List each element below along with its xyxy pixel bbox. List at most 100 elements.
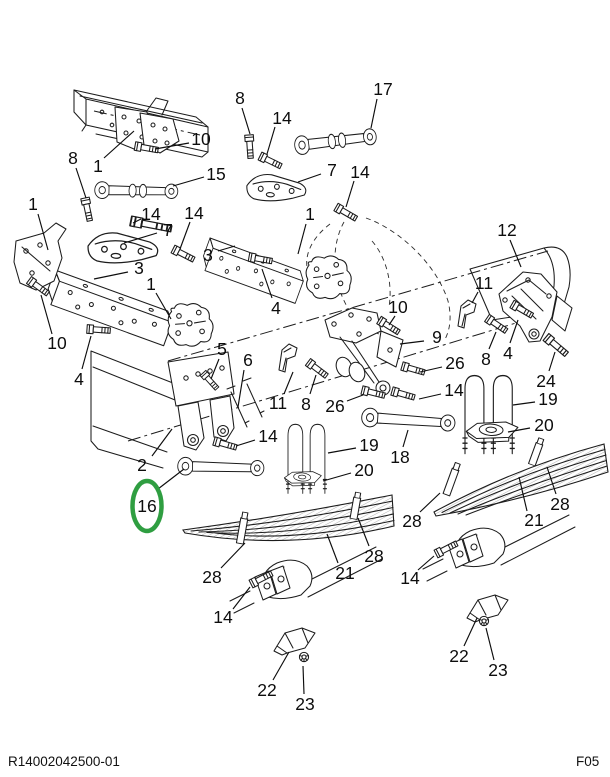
callout-label-8: 8 — [481, 349, 491, 369]
callout-label-6: 6 — [243, 350, 253, 370]
callout-leader-10 — [154, 142, 190, 150]
bolt-14-mid-right — [390, 386, 417, 403]
callout-label-15: 15 — [206, 164, 225, 184]
callout-label-21: 21 — [524, 510, 543, 530]
callout-leader-1 — [37, 213, 49, 251]
callout-label-10: 10 — [191, 129, 211, 149]
callout-label-1: 1 — [28, 194, 38, 214]
callout-label-14: 14 — [350, 162, 370, 182]
pins-6 — [226, 377, 265, 428]
bolt-14-top-center — [257, 151, 284, 171]
callout-label-14: 14 — [213, 607, 233, 627]
callout-leader-28 — [357, 517, 370, 547]
callout-leader-8 — [488, 331, 497, 350]
callout-label-19: 19 — [359, 435, 378, 455]
callout-label-20: 20 — [534, 415, 554, 435]
callout-label-4: 4 — [271, 298, 281, 318]
callout-label-4: 4 — [74, 369, 84, 389]
callout-leader-3 — [217, 245, 236, 252]
callout-leader-15 — [172, 176, 205, 187]
page-code: F05 — [576, 754, 600, 769]
bolt-8-upper-left — [80, 196, 95, 223]
callout-leader-28 — [220, 542, 246, 569]
callout-label-14: 14 — [444, 380, 464, 400]
callout-label-26: 26 — [445, 353, 464, 373]
callout-label-1: 1 — [305, 204, 315, 224]
callout-label-24: 24 — [536, 371, 556, 391]
callout-label-8: 8 — [301, 394, 311, 414]
callout-leader-1 — [155, 292, 172, 320]
hanger-bracket-2 — [167, 351, 235, 451]
document-number: R14002042500-01 — [8, 754, 120, 769]
callout-leader-14 — [345, 180, 355, 208]
callout-label-17: 17 — [373, 79, 392, 99]
nut-23-right — [478, 615, 490, 627]
callout-label-7: 7 — [327, 160, 337, 180]
callout-leader-19 — [512, 401, 536, 406]
callout-label-1: 1 — [93, 156, 103, 176]
callout-leader-18 — [402, 429, 409, 448]
callout-leader-26 — [346, 394, 364, 402]
callout-leader-5 — [210, 358, 220, 380]
callout-leader-4 — [261, 268, 273, 299]
callout-label-7: 7 — [163, 220, 173, 240]
bracket-12 — [498, 271, 573, 343]
torque-rod-16 — [177, 456, 265, 478]
callout-label-10: 10 — [388, 297, 408, 317]
callout-label-3: 3 — [203, 245, 213, 265]
callout-label-19: 19 — [538, 389, 557, 409]
bracket-22-left — [273, 627, 316, 656]
crossmember-3-right — [198, 237, 307, 304]
callout-label-8: 8 — [235, 88, 245, 108]
callout-leader-9 — [399, 340, 425, 345]
callout-leader-28 — [546, 466, 557, 495]
bracket-7-right — [245, 172, 308, 205]
callout-leader-22 — [272, 651, 290, 681]
callout-leader-11 — [283, 371, 294, 395]
callout-label-21: 21 — [335, 563, 354, 583]
callout-label-2: 2 — [137, 455, 147, 475]
callout-leader-14 — [179, 221, 191, 250]
callout-leader-8 — [241, 107, 251, 135]
callout-label-3: 3 — [134, 258, 144, 278]
callout-label-1: 1 — [146, 274, 156, 294]
leaf-spring-right — [433, 436, 609, 517]
callout-leader-23 — [485, 627, 495, 661]
callout-leader-1 — [103, 130, 135, 159]
bracket-1-mid-left — [165, 301, 215, 349]
callout-leader-1 — [297, 223, 307, 255]
callout-label-28: 28 — [402, 511, 421, 531]
callout-leader-4 — [509, 319, 519, 344]
callout-leader-8 — [75, 167, 87, 199]
callout-leader-14 — [132, 218, 142, 224]
callout-label-14: 14 — [272, 108, 292, 128]
callout-label-26: 26 — [325, 396, 344, 416]
callout-leader-14 — [417, 555, 435, 571]
bolt-8-mid — [304, 358, 330, 380]
callout-leader-10 — [40, 294, 53, 335]
bracket-1-top — [114, 97, 180, 154]
spring-cap-right — [465, 419, 519, 445]
highlight-ellipse-part-16 — [130, 478, 164, 534]
callout-leader-14 — [235, 439, 256, 447]
bracket-7-left — [86, 230, 160, 266]
bolt-26-right — [400, 361, 427, 378]
callout-leader-7 — [297, 173, 322, 183]
callout-label-23: 23 — [295, 694, 314, 714]
callout-leader-11 — [471, 291, 479, 304]
callout-leader-7 — [123, 232, 158, 244]
callout-label-28: 28 — [202, 567, 221, 587]
callout-leader-22 — [463, 617, 478, 647]
bracket-1-mid-right — [302, 252, 354, 303]
callout-leader-21 — [326, 533, 339, 564]
callout-leader-10 — [388, 315, 396, 326]
callout-label-23: 23 — [488, 660, 507, 680]
bracket-1-far-left — [13, 222, 67, 291]
callout-leader-26 — [419, 366, 443, 373]
callout-leader-6 — [237, 369, 245, 408]
torque-rod-17 — [293, 126, 378, 156]
callout-label-14: 14 — [258, 426, 278, 446]
callout-leader-4 — [81, 335, 92, 370]
